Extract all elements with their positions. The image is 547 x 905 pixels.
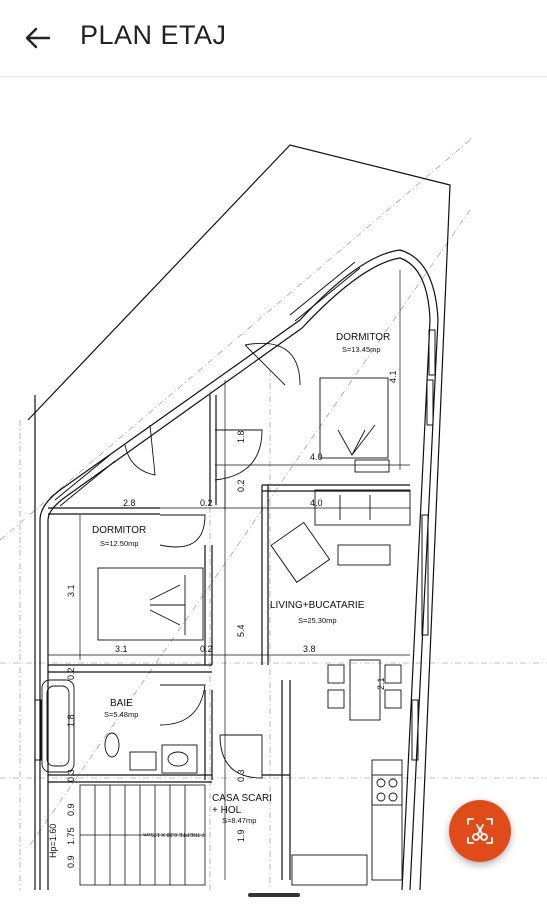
crop-cut-icon (467, 818, 493, 844)
room-area-casa-scari: S=8.47mp (222, 816, 256, 825)
floor-plan-viewer[interactable]: DORMITOR S=13.45mp DORMITOR S=12.50mp LI… (0, 77, 547, 900)
dimension-label: 0.2 (200, 644, 213, 654)
room-label-casa-scari-2: + HOL (212, 805, 242, 816)
dimension-label: 0.9 (66, 855, 76, 868)
app-bar: PLAN ETAJ (0, 0, 547, 77)
dimension-label: 0.9 (66, 803, 76, 816)
dimension-label: Hp=1.60 (48, 824, 58, 858)
dimension-label: 1.8 (66, 714, 76, 727)
room-area-dormitor-1: S=13.45mp (342, 345, 381, 354)
dimension-label: 0.2 (236, 479, 246, 492)
dimension-label: 5.4 (236, 624, 246, 637)
room-label-baie: BAIE (110, 698, 133, 709)
dimension-label: 1.8 (236, 430, 246, 443)
room-area-living: S=25.30mp (298, 616, 337, 625)
dimension-label: 0.3 (66, 769, 76, 782)
dimension-label: 4.0 (310, 452, 323, 462)
home-indicator (248, 893, 300, 897)
room-area-baie: S=5.48mp (104, 710, 138, 719)
dimension-label: 1.75 (66, 827, 76, 845)
arrow-left-icon (25, 27, 51, 49)
room-label-dormitor-2: DORMITOR (92, 525, 146, 536)
stair-note: 7 TREPTE 0.28 X 175cm (143, 831, 205, 837)
back-button[interactable] (18, 18, 58, 58)
crop-cut-button[interactable] (449, 800, 511, 862)
dimension-label: 3.1 (115, 644, 128, 654)
dimension-label: 0.3 (236, 769, 246, 782)
dimension-label: 2.8 (123, 498, 136, 508)
dimension-label: 3.1 (66, 584, 76, 597)
dimension-label: 0.2 (66, 667, 76, 680)
room-label-living: LIVING+BUCATARIE (270, 600, 365, 611)
dimension-label: 2.1 (376, 677, 386, 690)
floor-plan-drawing: DORMITOR S=13.45mp DORMITOR S=12.50mp LI… (0, 139, 547, 891)
dimension-label: 1.9 (236, 829, 246, 842)
dimension-label: 3.8 (303, 644, 316, 654)
dimension-label: 4.1 (388, 370, 398, 383)
room-label-dormitor-1: DORMITOR (336, 332, 390, 343)
dimension-label: 4.0 (310, 498, 323, 508)
page-title: PLAN ETAJ (80, 20, 227, 50)
dimension-label: 0.2 (200, 498, 213, 508)
room-label-casa-scari: CASA SCARI (212, 793, 272, 804)
room-area-dormitor-2: S=12.50mp (100, 539, 139, 548)
